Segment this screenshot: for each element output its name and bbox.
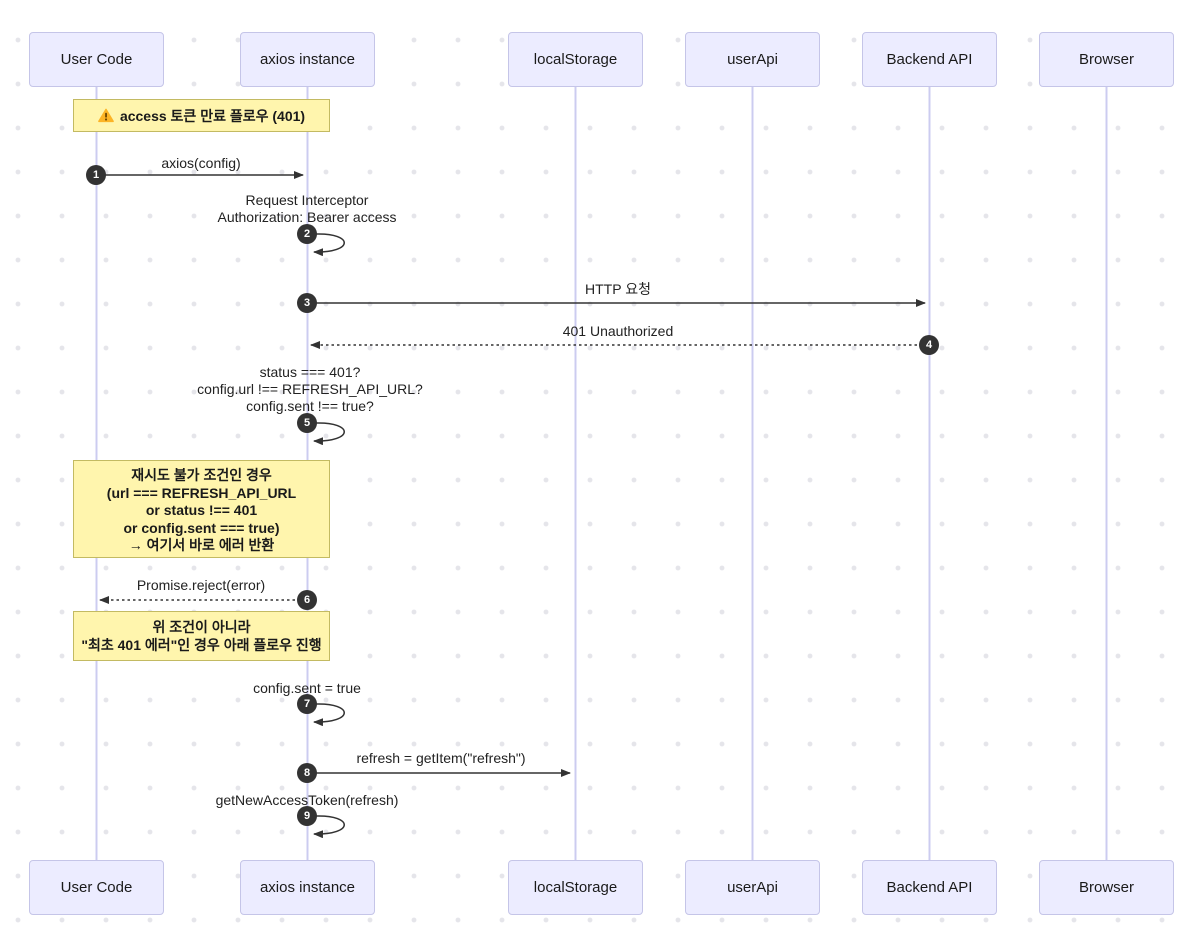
- note-line: or config.sent === true): [123, 519, 280, 536]
- participant-label: axios instance: [259, 879, 356, 896]
- warning-icon: [98, 108, 114, 123]
- participant-axios-instance-bottom: axios instance: [240, 860, 375, 915]
- participant-label: userApi: [727, 51, 778, 68]
- message-self-loop-5: [313, 422, 345, 446]
- note-line: "최초 401 에러"인 경우 아래 플로우 진행: [81, 637, 322, 653]
- message-label-1: axios(config): [161, 155, 241, 171]
- note-line: 위 조건이 아니라: [152, 619, 251, 635]
- seq-badge-4: 4: [919, 335, 939, 355]
- participant-localstorage-bottom: localStorage: [508, 860, 643, 915]
- message-label-line: Authorization: Bearer access: [217, 209, 397, 225]
- message-self-loop-7: [313, 703, 345, 727]
- note-first-401-error: 위 조건이 아니라 "최초 401 에러"인 경우 아래 플로우 진행: [73, 611, 330, 661]
- seq-badge-1: 1: [86, 165, 106, 185]
- seq-badge-6: 6: [297, 590, 317, 610]
- participant-label: Backend API: [886, 51, 973, 68]
- participant-user-code-bottom: User Code: [29, 860, 164, 915]
- participant-label: userApi: [727, 879, 778, 896]
- participant-userapi-bottom: userApi: [685, 860, 820, 915]
- participant-label: User Code: [60, 51, 133, 68]
- participant-label: localStorage: [533, 879, 618, 896]
- message-label-line: config.url !== REFRESH_API_URL?: [197, 381, 423, 397]
- participant-axios-instance: axios instance: [240, 32, 375, 87]
- participant-backend-api: Backend API: [862, 32, 997, 87]
- message-self-loop-2: [313, 233, 345, 257]
- seq-badge-2: 2: [297, 224, 317, 244]
- participant-backend-api-bottom: Backend API: [862, 860, 997, 915]
- note-access-token-expiry: access 토큰 만료 플로우 (401): [73, 99, 330, 132]
- participant-label: Browser: [1078, 879, 1134, 896]
- note-text: access 토큰 만료 플로우 (401): [119, 107, 306, 124]
- participant-browser: Browser: [1039, 32, 1174, 87]
- message-label-9: getNewAccessToken(refresh): [215, 792, 399, 808]
- message-label-line: Request Interceptor: [245, 192, 369, 208]
- seq-badge-3: 3: [297, 293, 317, 313]
- message-self-loop-9: [313, 815, 345, 839]
- participant-user-code: User Code: [29, 32, 164, 87]
- message-label-6: Promise.reject(error): [136, 577, 266, 593]
- participant-label: User Code: [60, 879, 133, 896]
- message-label-8: refresh = getItem("refresh"): [356, 750, 526, 766]
- participant-label: axios instance: [259, 51, 356, 68]
- message-label-line: config.sent !== true?: [246, 398, 374, 414]
- message-label-7: config.sent = true: [253, 680, 361, 696]
- message-label-4: 401 Unauthorized: [562, 323, 674, 339]
- participant-userapi: userApi: [685, 32, 820, 87]
- participant-localstorage: localStorage: [508, 32, 643, 87]
- message-label-5: status === 401? config.url !== REFRESH_A…: [197, 364, 423, 415]
- seq-badge-7: 7: [297, 694, 317, 714]
- seq-badge-8: 8: [297, 763, 317, 783]
- note-retry-impossible-conditions: 재시도 불가 조건인 경우 (url === REFRESH_API_URL o…: [73, 460, 330, 558]
- note-line: → 여기서 바로 에러 반환: [128, 537, 275, 554]
- note-line: or status !== 401: [145, 502, 258, 519]
- participant-label: Browser: [1078, 51, 1134, 68]
- message-label-2: Request Interceptor Authorization: Beare…: [218, 192, 397, 226]
- participant-label: localStorage: [533, 51, 618, 68]
- message-label-line: status === 401?: [259, 364, 361, 380]
- note-line: 재시도 불가 조건인 경우: [131, 467, 272, 483]
- seq-badge-5: 5: [297, 413, 317, 433]
- participant-browser-bottom: Browser: [1039, 860, 1174, 915]
- message-label-3: HTTP 요청: [585, 281, 651, 297]
- seq-badge-9: 9: [297, 806, 317, 826]
- participant-label: Backend API: [886, 879, 973, 896]
- note-line: (url === REFRESH_API_URL: [106, 484, 297, 501]
